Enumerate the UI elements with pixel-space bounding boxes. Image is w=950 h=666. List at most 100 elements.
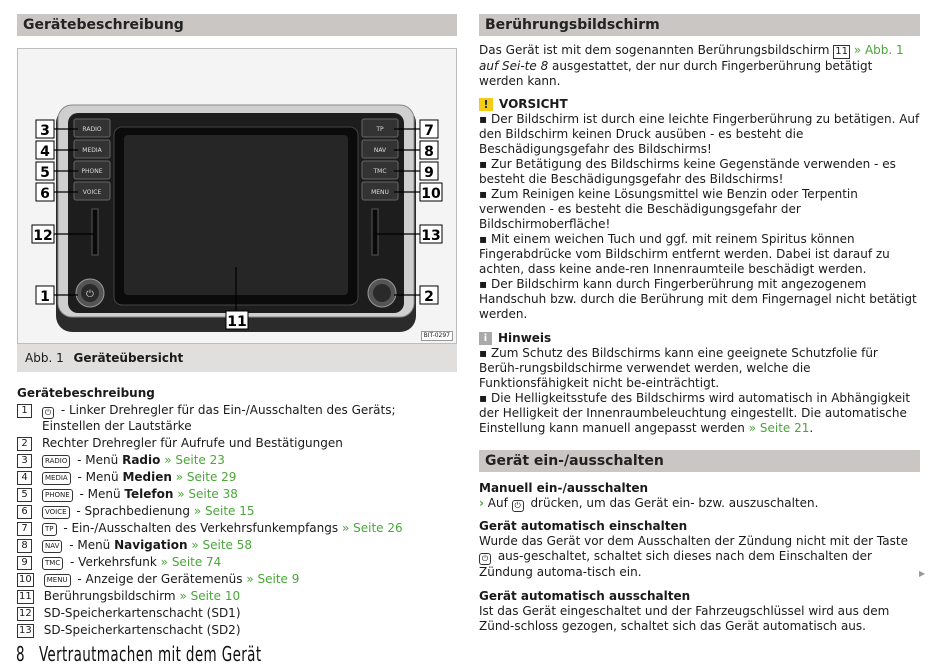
- manual-text: › Auf ⏻ drücken, um das Gerät ein- bzw. …: [479, 496, 819, 512]
- sd-slot-1: [91, 208, 99, 256]
- power-key-icon: ⏻: [479, 553, 491, 565]
- caution-item: ▪ Zur Betätigung des Bildschirms keine G…: [479, 157, 896, 186]
- ref-11: 11: [833, 45, 850, 59]
- key-icon: MENU: [43, 574, 71, 587]
- section-title-power: Gerät ein-/ausschalten: [479, 450, 920, 472]
- callout-12: 12: [33, 228, 52, 244]
- section-title: Gerätebeschreibung: [17, 14, 457, 36]
- page-link[interactable]: » Seite 9: [246, 572, 300, 586]
- note-list: ▪ Zum Schutz des Bildschirms kann eine g…: [479, 346, 920, 436]
- step-arrow-icon: ›: [479, 496, 484, 510]
- footer-title: Vertrautmachen mit dem Gerät: [38, 642, 262, 666]
- figure-id: BIT-0297: [420, 331, 453, 341]
- callout-13: 13: [421, 228, 440, 244]
- key-icon: TP: [42, 523, 57, 536]
- warning-icon: !: [479, 98, 493, 111]
- manual-title: Manuell ein-/ausschalten: [479, 481, 649, 495]
- auto-off-title: Gerät automatisch ausschalten: [479, 589, 691, 603]
- callout-7: 7: [424, 123, 434, 139]
- figure-link[interactable]: » Abb. 1: [850, 43, 904, 57]
- device-figure: RADIO MEDIA PHONE VOICE TP NAV TMC MENU: [17, 48, 457, 344]
- caution-item: ▪ Der Bildschirm ist durch eine leichte …: [479, 112, 920, 156]
- callout-4: 4: [40, 144, 50, 160]
- callout-9: 9: [424, 165, 434, 181]
- page-link[interactable]: » Seite 74: [160, 555, 222, 569]
- callout-5: 5: [40, 165, 50, 181]
- callout-2: 2: [424, 289, 434, 305]
- legend-title: Gerätebeschreibung: [17, 386, 155, 400]
- legend-number: 9: [17, 556, 32, 570]
- button-voice: VOICE: [83, 189, 102, 196]
- note-item: ▪ Die Helligkeitsstufe des Bildschirms w…: [479, 391, 911, 435]
- legend-number: 2: [17, 437, 32, 451]
- figure-caption: Abb. 1 Geräteübersicht: [17, 344, 457, 372]
- power-key-icon: ⏻: [42, 407, 54, 419]
- page-link[interactable]: » Seite 29: [175, 470, 237, 484]
- callout-3: 3: [40, 123, 50, 139]
- legend-number: 11: [17, 590, 34, 604]
- page-link[interactable]: » Seite 21: [748, 421, 810, 435]
- legend-number: 5: [17, 488, 32, 502]
- button-nav: NAV: [374, 147, 387, 154]
- auto-on-title: Gerät automatisch einschalten: [479, 519, 688, 533]
- caption-title: Geräteübersicht: [73, 351, 184, 365]
- key-icon: RADIO: [42, 455, 71, 468]
- auto-off-text: Ist das Gerät eingeschaltet und der Fahr…: [479, 604, 890, 633]
- legend-list: 1⏻ - Linker Drehregler für das Ein-/Auss…: [17, 403, 457, 638]
- button-media: MEDIA: [82, 147, 102, 154]
- section-title-touchscreen: Berührungsbildschirm: [479, 14, 920, 36]
- key-icon: NAV: [42, 540, 63, 553]
- page-link[interactable]: » Seite 10: [179, 589, 241, 603]
- key-icon: PHONE: [42, 489, 73, 502]
- legend-number: 6: [17, 505, 32, 519]
- button-menu: MENU: [371, 189, 389, 196]
- legend-item: 1⏻ - Linker Drehregler für das Ein-/Auss…: [17, 403, 457, 434]
- callout-11: 11: [227, 314, 246, 330]
- caution-heading: ! VORSICHT: [479, 97, 920, 112]
- key-icon: MEDIA: [42, 472, 71, 485]
- power-key-icon: ⏻: [511, 500, 524, 512]
- legend-number: 12: [17, 607, 34, 621]
- legend-number: 4: [17, 471, 32, 485]
- button-tmc: TMC: [372, 168, 386, 175]
- callout-6: 6: [40, 186, 50, 202]
- callout-1: 1: [40, 289, 50, 305]
- right-button-stack: TP NAV TMC MENU: [361, 118, 399, 201]
- key-icon: VOICE: [42, 506, 70, 519]
- intro-paragraph: Das Gerät ist mit dem sogenannten Berühr…: [479, 43, 904, 88]
- caution-list: ▪ Der Bildschirm ist durch eine leichte …: [479, 112, 920, 322]
- right-column: Berührungsbildschirm Das Gerät ist mit d…: [479, 14, 920, 634]
- button-radio: RADIO: [82, 126, 101, 133]
- sd-slot-2: [371, 208, 379, 256]
- caution-item: ▪ Mit einem weichen Tuch und ggf. mit re…: [479, 232, 890, 276]
- callout-10: 10: [421, 186, 441, 202]
- page-link[interactable]: » Seite 26: [341, 521, 403, 535]
- legend-number: 8: [17, 539, 32, 553]
- info-icon: i: [479, 332, 492, 345]
- legend-number: 3: [17, 454, 32, 468]
- auto-on-text: Wurde das Gerät vor dem Ausschalten der …: [479, 534, 908, 579]
- left-button-stack: RADIO MEDIA PHONE VOICE: [73, 118, 111, 201]
- note-item: ▪ Zum Schutz des Bildschirms kann eine g…: [479, 346, 878, 390]
- page-link[interactable]: » Seite 23: [164, 453, 225, 467]
- continue-arrow-icon: ▶: [919, 569, 926, 578]
- page-link[interactable]: » Seite 38: [177, 487, 238, 501]
- caption-prefix: Abb. 1: [25, 351, 64, 365]
- page-link[interactable]: » Seite 15: [193, 504, 255, 518]
- legend-number: 7: [17, 522, 32, 536]
- caution-item: ▪ Der Bildschirm kann durch Fingerberühr…: [479, 277, 917, 321]
- radio-illustration: RADIO MEDIA PHONE VOICE TP NAV TMC MENU: [31, 104, 443, 332]
- note-heading: i Hinweis: [479, 331, 920, 346]
- legend-number: 1: [17, 404, 32, 418]
- page-link[interactable]: » Seite 58: [191, 538, 253, 552]
- legend-number: 13: [17, 624, 34, 638]
